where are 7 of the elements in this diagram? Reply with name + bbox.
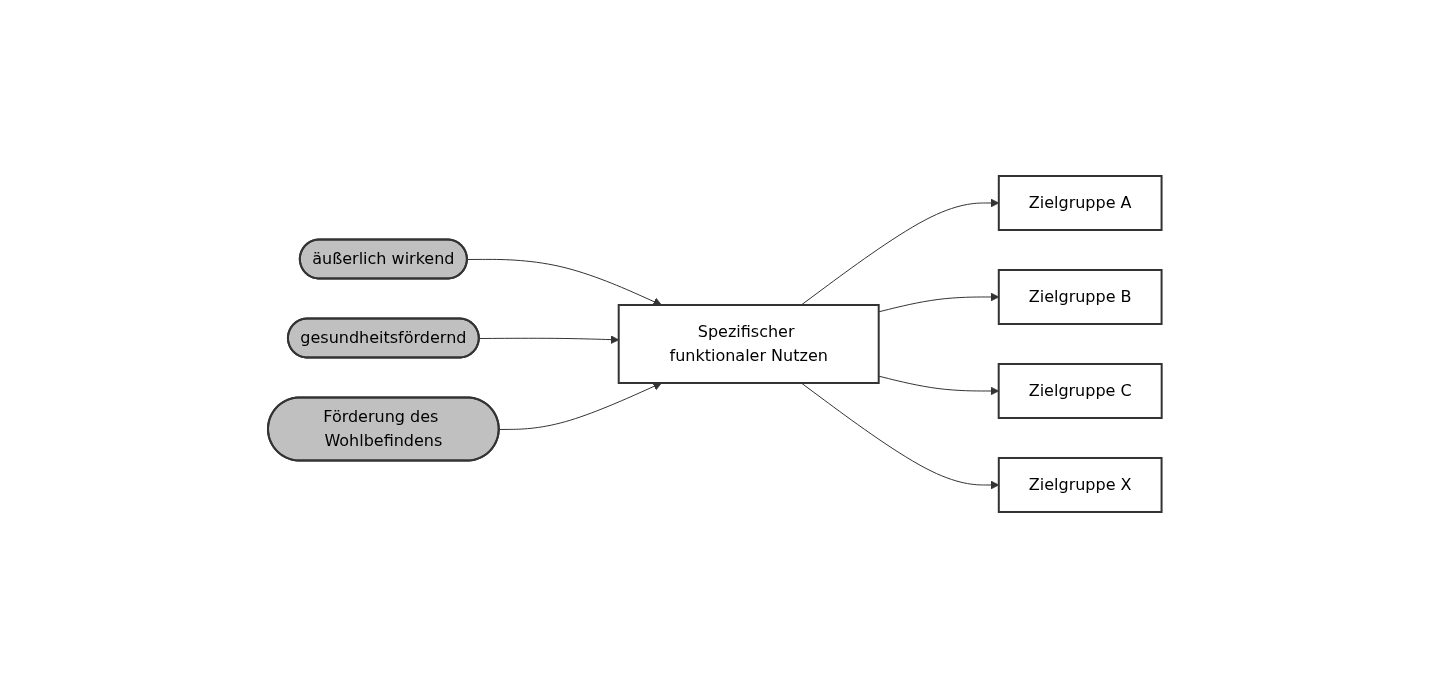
- node-box: Spezifischer funktionaler Nutzen: [617, 303, 880, 384]
- arrow: [498, 381, 663, 430]
- node-box: Zielgruppe B: [997, 268, 1163, 325]
- arrow: [467, 258, 663, 306]
- node-box: Zielgruppe X: [997, 456, 1163, 513]
- node-box: Zielgruppe C: [997, 362, 1163, 419]
- node-box: Zielgruppe A: [997, 174, 1163, 231]
